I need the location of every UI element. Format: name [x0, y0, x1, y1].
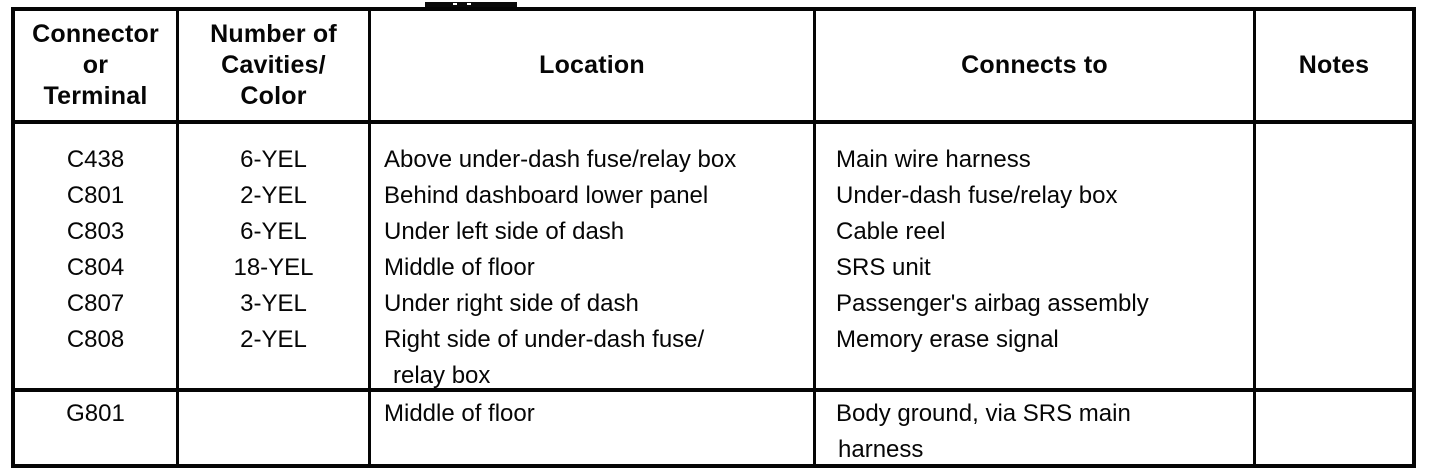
location-value: Middle of floor — [384, 254, 535, 281]
connector-id: C808 — [66, 326, 125, 353]
header-connects-to: Connects to — [816, 11, 1256, 124]
location-continuation: relay box — [393, 362, 491, 389]
location-value: Under right side of dash — [384, 290, 639, 317]
connector-id: C803 — [66, 218, 125, 245]
connects-to-value: Memory erase signal — [836, 326, 1059, 353]
location-value: Above under-dash fuse/relay box — [384, 146, 737, 173]
scan-artifact — [425, 2, 517, 8]
cavities-value: 18-YEL — [233, 254, 314, 281]
connects-to-value: Main wire harness — [836, 146, 1031, 173]
ground-connector-cell: G801 — [15, 392, 179, 464]
cavities-value: 6-YEL — [240, 146, 307, 173]
connects-to-value: SRS unit — [836, 254, 931, 281]
cavities-value: 3-YEL — [240, 290, 307, 317]
header-notes: Notes — [1256, 11, 1412, 124]
cavities-column: 6-YEL 2-YEL 6-YEL 18-YEL 3-YEL 2-YEL — [179, 124, 371, 392]
connector-id: G801 — [66, 400, 125, 427]
connector-id: C801 — [66, 182, 125, 209]
header-location: Location — [371, 11, 816, 124]
notes-column — [1256, 124, 1412, 392]
ground-connects-to-cell: Body ground, via SRS main harness — [816, 392, 1256, 464]
cavities-value: 2-YEL — [240, 326, 307, 353]
connector-id: C804 — [66, 254, 125, 281]
cavities-value: 6-YEL — [240, 218, 307, 245]
connector-column: C438 C801 C803 C804 C807 C808 — [15, 124, 179, 392]
location-value: Middle of floor — [384, 400, 535, 427]
connects-to-value: Under-dash fuse/relay box — [836, 182, 1118, 209]
connects-to-value: Body ground, via SRS main — [836, 400, 1131, 427]
connector-id: C438 — [66, 146, 125, 173]
ground-notes-cell — [1256, 392, 1412, 464]
connects-to-column: Main wire harness Under-dash fuse/relay … — [816, 124, 1256, 392]
ground-cavities-cell — [179, 392, 371, 464]
location-column: Above under-dash fuse/relay box Behind d… — [371, 124, 816, 392]
connects-to-continuation: harness — [838, 436, 924, 463]
connects-to-value: Cable reel — [836, 218, 946, 245]
connects-to-value: Passenger's airbag assembly — [836, 290, 1149, 317]
location-value: Under left side of dash — [384, 218, 625, 245]
cavities-value: 2-YEL — [240, 182, 307, 209]
location-value: Right side of under-dash fuse/ — [384, 326, 705, 353]
connector-id: C807 — [66, 290, 125, 317]
header-connector-or-terminal: Connector or Terminal — [15, 11, 179, 124]
connector-terminal-table: Connector or Terminal Number of Cavities… — [11, 7, 1416, 468]
ground-location-cell: Middle of floor — [371, 392, 816, 464]
header-number-of-cavities-color: Number of Cavities/ Color — [179, 11, 371, 124]
location-value: Behind dashboard lower panel — [384, 182, 709, 209]
